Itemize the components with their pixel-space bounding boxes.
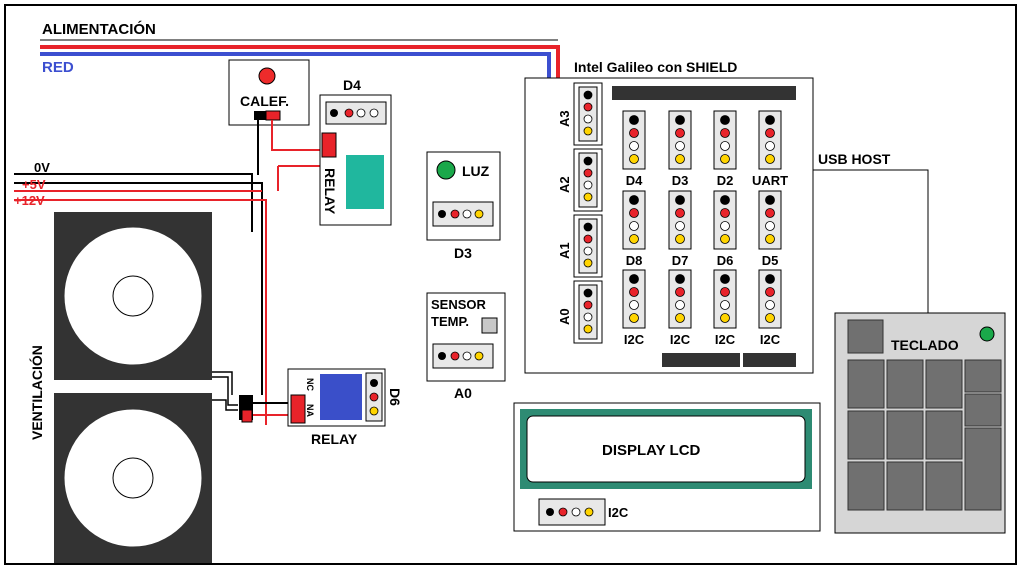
digital-connector-d5: D5 xyxy=(758,190,782,268)
rail-12v-label: +12V xyxy=(14,193,45,208)
digital-label: D2 xyxy=(717,173,734,188)
keypad-key xyxy=(847,461,885,511)
digital-connector-d3: D3 xyxy=(668,110,692,188)
power-line-label: ALIMENTACIÓN xyxy=(42,20,156,38)
rail-0v-label: 0V xyxy=(34,160,50,175)
analog-connector-a1: A1 xyxy=(557,214,603,278)
analog-label: A3 xyxy=(557,110,572,127)
digital-label: I2C xyxy=(715,332,736,347)
temp-sensor-module: SENSOR TEMP. A0 xyxy=(426,292,506,401)
relay-d4-module: D4 RELAY xyxy=(319,77,392,226)
light-pin-label: D3 xyxy=(454,245,472,261)
analog-label: A0 xyxy=(557,308,572,325)
digital-label: D8 xyxy=(626,253,643,268)
keypad-key xyxy=(964,359,1002,393)
digital-connector-d7: D7 xyxy=(668,190,692,268)
relay-d4-pin-label: D4 xyxy=(343,77,361,93)
digital-label: D5 xyxy=(762,253,779,268)
digital-connector-i2c: I2C xyxy=(668,269,692,347)
digital-label: D7 xyxy=(672,253,689,268)
digital-connector-uart: UART xyxy=(752,110,788,188)
analog-connector-a0: A0 xyxy=(557,280,603,344)
keypad-key xyxy=(925,410,963,460)
digital-label: I2C xyxy=(670,332,691,347)
keypad-key xyxy=(964,427,1002,511)
digital-label: I2C xyxy=(624,332,645,347)
heater-label: CALEF. xyxy=(240,93,289,109)
digital-connector-d4: D4 xyxy=(622,110,646,188)
sensor-label-line1: SENSOR xyxy=(431,297,487,312)
sensor-pin-label: A0 xyxy=(454,385,472,401)
relay-d6-pin-label: D6 xyxy=(387,388,403,406)
light-module: LUZ D3 xyxy=(426,151,501,261)
digital-label: I2C xyxy=(760,332,781,347)
lcd-label: DISPLAY LCD xyxy=(602,442,701,459)
analog-connector-a2: A2 xyxy=(557,148,603,212)
relay-d4-body xyxy=(346,155,384,209)
power-rails: 0V +5V +12V xyxy=(14,160,267,425)
digital-label: UART xyxy=(752,173,788,188)
fans-label: VENTILACIÓN xyxy=(28,345,45,440)
analog-connector-a3: A3 xyxy=(557,82,603,146)
digital-connector-d2: D2 xyxy=(713,110,737,188)
keypad-key xyxy=(964,393,1002,427)
keypad-label: TECLADO xyxy=(891,337,959,353)
heater-connector xyxy=(254,111,266,120)
digital-connector-i2c: I2C xyxy=(622,269,646,347)
network-line-label: RED xyxy=(42,59,74,76)
keypad-key xyxy=(847,410,885,460)
lcd-screen xyxy=(526,415,806,483)
heater-module: CALEF. xyxy=(228,59,322,191)
keypad-led-icon xyxy=(979,326,995,342)
light-led-icon xyxy=(436,160,456,180)
relay-d6-body xyxy=(320,374,362,420)
digital-connector-i2c: I2C xyxy=(758,269,782,347)
board-header-top xyxy=(612,86,796,100)
usb-host-label: USB HOST xyxy=(818,151,891,167)
rail-5v-label: +5V xyxy=(22,177,46,192)
keypad-key xyxy=(886,410,924,460)
relay-d6-label: RELAY xyxy=(311,431,358,447)
lcd-module: DISPLAY LCD I2C xyxy=(513,402,821,532)
relay-d6-nc-label: NC xyxy=(305,378,315,391)
keypad-key xyxy=(925,461,963,511)
diagram-border xyxy=(4,4,1017,565)
relay-d6-na-label: NA xyxy=(305,404,315,417)
sensor-chip-icon xyxy=(481,317,498,334)
board-title: Intel Galileo con SHIELD xyxy=(574,59,737,75)
digital-label: D3 xyxy=(672,173,689,188)
analog-label: A1 xyxy=(557,242,572,259)
digital-connector-d8: D8 xyxy=(622,190,646,268)
light-label: LUZ xyxy=(462,163,490,179)
keypad-key xyxy=(847,359,885,409)
relay-d4-label: RELAY xyxy=(322,168,338,215)
sensor-label-line2: TEMP. xyxy=(431,314,469,329)
digital-label: D6 xyxy=(717,253,734,268)
heater-led-icon xyxy=(258,67,276,85)
keypad-key xyxy=(886,359,924,409)
fans-module: VENTILACIÓN xyxy=(28,212,290,563)
keypad-module: TECLADO xyxy=(834,312,1006,534)
digital-connector-d6: D6 xyxy=(713,190,737,268)
lcd-bus-label: I2C xyxy=(608,505,629,520)
relay-d6-module: NC NA D6 RELAY xyxy=(287,368,403,447)
keypad-key xyxy=(886,461,924,511)
keypad-key xyxy=(925,359,963,409)
digital-label: D4 xyxy=(626,173,643,188)
power-network-lines: ALIMENTACIÓN RED xyxy=(40,20,560,80)
digital-connector-i2c: I2C xyxy=(713,269,737,347)
analog-label: A2 xyxy=(557,176,572,193)
